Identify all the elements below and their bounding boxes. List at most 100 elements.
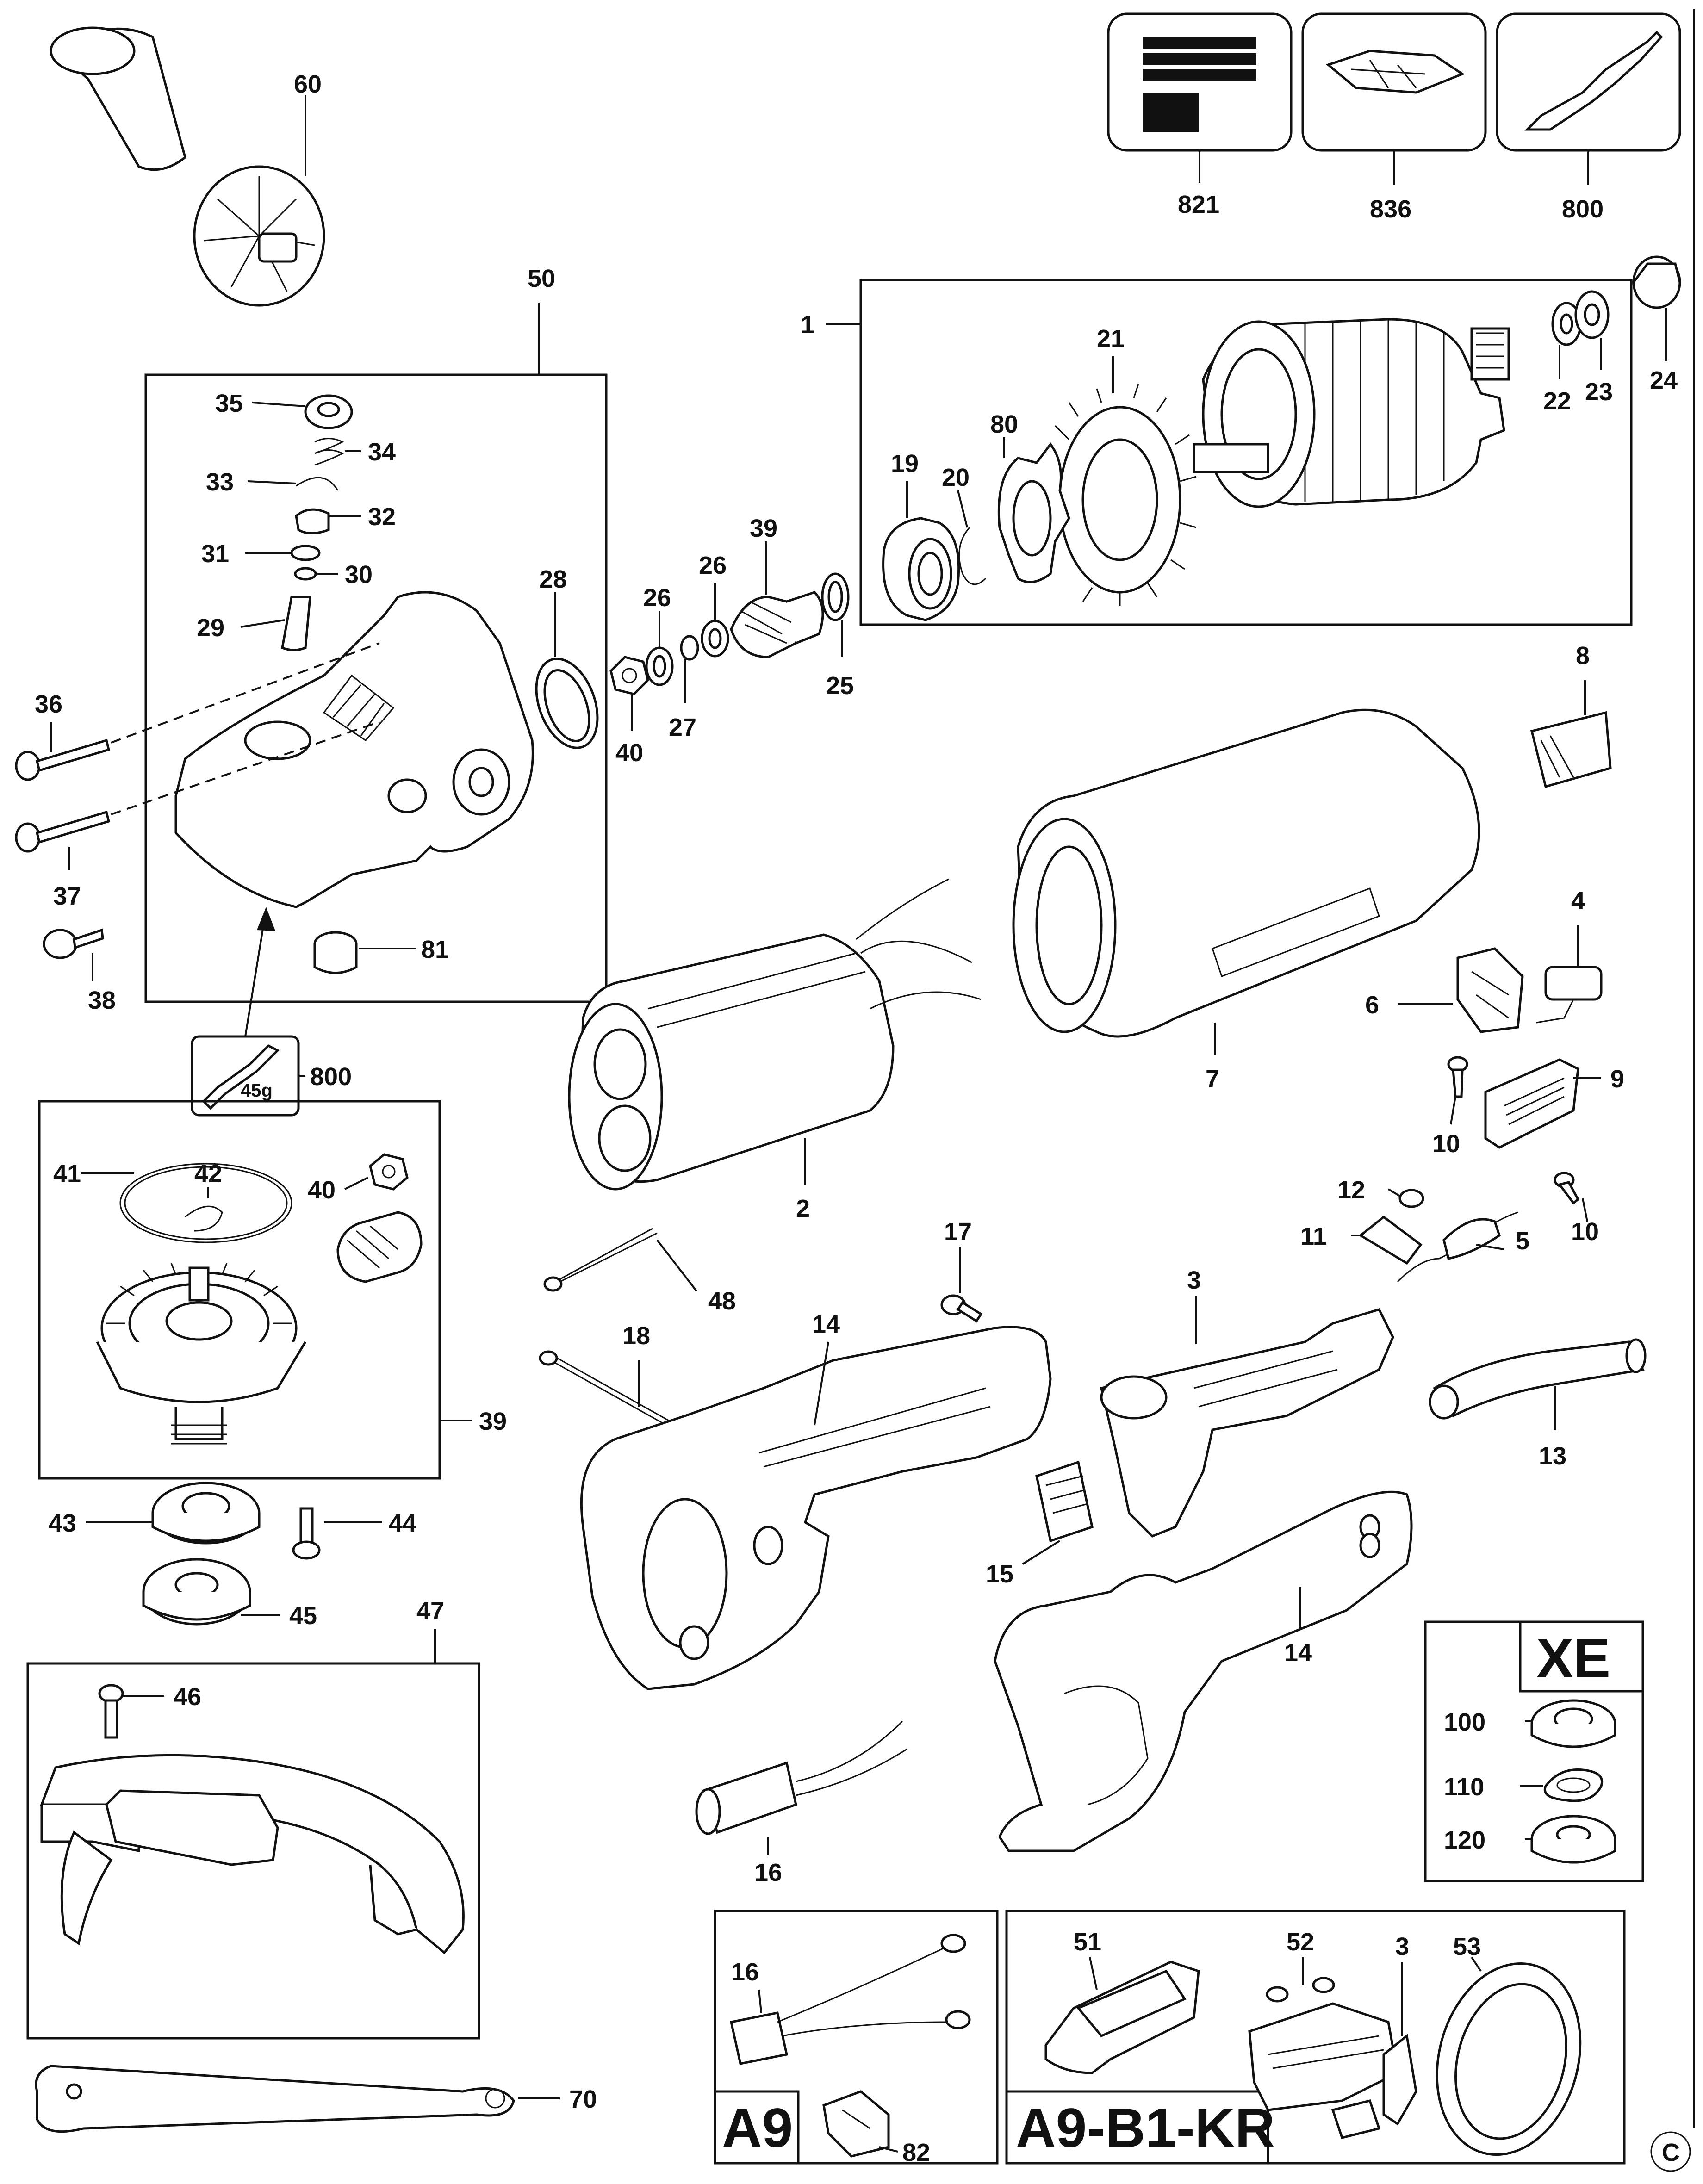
flange-43 <box>86 1482 261 1545</box>
label-20: 20 <box>942 464 970 491</box>
pinion-39 <box>730 541 824 658</box>
cover-51 <box>1044 1957 1200 2074</box>
o-ring-41 <box>81 1163 292 1243</box>
label-4: 4 <box>1571 887 1585 915</box>
label-1: 1 <box>801 311 814 339</box>
label-9: 9 <box>1610 1065 1624 1093</box>
plate-15 <box>1022 1460 1094 1565</box>
label-copyright: C <box>1662 2139 1680 2166</box>
cable-5 <box>1397 1211 1518 1283</box>
label-10a: 10 <box>1432 1130 1460 1158</box>
box-50 <box>144 373 608 1003</box>
washer-26b <box>701 583 729 658</box>
label-836: 836 <box>1370 195 1411 223</box>
label-50: 50 <box>528 265 555 292</box>
spring-34 <box>314 438 361 466</box>
label-28: 28 <box>539 565 567 593</box>
label-2: 2 <box>796 1195 810 1222</box>
screw-37 <box>15 721 380 870</box>
washer-22 <box>1551 302 1582 379</box>
label-26a: 26 <box>643 584 671 612</box>
label-15: 15 <box>986 1560 1013 1588</box>
label-29: 29 <box>197 614 224 642</box>
box-a9 <box>714 1910 999 2165</box>
bearing-35 <box>252 394 353 429</box>
ring-31 <box>245 545 321 561</box>
motor-housing-7 <box>1012 708 1480 1055</box>
box-836 <box>1301 12 1487 185</box>
guard <box>40 1754 465 1954</box>
copyright-mark <box>1650 2131 1691 2172</box>
label-25: 25 <box>826 672 854 700</box>
label-53: 53 <box>1453 1933 1481 1961</box>
a9-b1-kr-label-box <box>1005 2090 1269 2165</box>
label-40a: 40 <box>615 739 643 767</box>
screw-44 <box>292 1507 382 1560</box>
label-27: 27 <box>669 714 696 741</box>
screw-10a <box>1447 1056 1468 1125</box>
xe-label-box <box>1519 1620 1644 1693</box>
label-42: 42 <box>194 1160 222 1188</box>
gear-housing <box>174 591 534 908</box>
label-43: 43 <box>49 1509 76 1537</box>
label-41: 41 <box>53 1160 81 1188</box>
label-3b: 3 <box>1395 1933 1409 1961</box>
side-handle-60 <box>50 26 325 307</box>
screw-48 <box>543 1228 697 1292</box>
nut-45 <box>142 1558 280 1626</box>
armature <box>1193 318 1510 508</box>
label-6: 6 <box>1365 991 1379 1019</box>
label-33: 33 <box>206 468 234 496</box>
label-19: 19 <box>891 450 919 478</box>
spanner-70 <box>35 2065 560 2133</box>
label-10b: 10 <box>1571 1218 1599 1246</box>
label-48: 48 <box>708 1287 736 1315</box>
a9-label-box <box>714 2090 800 2165</box>
label-a9-b1-kr: A9-B1-KR <box>1016 2097 1275 2159</box>
box-39 <box>38 1100 441 1480</box>
screw-10b <box>1554 1172 1588 1222</box>
label-44: 44 <box>389 1509 416 1537</box>
label-a9: A9 <box>722 2097 793 2159</box>
nut-40b <box>344 1153 409 1191</box>
label-34: 34 <box>368 438 396 466</box>
switch-housing-3b <box>1382 1962 1417 2126</box>
handle-half-14b <box>994 1490 1413 1852</box>
label-45g: 45g <box>241 1080 273 1101</box>
seal-53 <box>1436 1956 1582 2156</box>
label-xe: XE <box>1536 1627 1610 1689</box>
box-821 <box>1107 12 1293 183</box>
label-5: 5 <box>1516 1227 1529 1255</box>
ring-20 <box>957 490 987 585</box>
screw-46 <box>98 1684 164 1739</box>
label-38: 38 <box>88 987 116 1014</box>
screw-38 <box>43 928 104 981</box>
label-32: 32 <box>368 503 396 531</box>
label-16b: 16 <box>731 1958 759 1986</box>
label-39b: 39 <box>479 1408 507 1435</box>
bearing-23 <box>1574 290 1610 370</box>
xe-nut-120 <box>1525 1815 1616 1864</box>
handle-half-14a <box>580 1326 1052 1690</box>
label-46: 46 <box>174 1683 201 1711</box>
label-51: 51 <box>1074 1928 1101 1956</box>
baffle-80 <box>997 437 1070 583</box>
pin-29 <box>240 596 311 651</box>
pinion-39b <box>336 1211 423 1283</box>
label-26b: 26 <box>699 552 727 579</box>
label-24: 24 <box>1650 366 1678 394</box>
label-100: 100 <box>1444 1708 1485 1736</box>
xe-flange-100 <box>1525 1699 1616 1748</box>
box-a9-b1-kr <box>1005 1910 1626 2165</box>
xe-washer-110 <box>1520 1768 1603 1802</box>
label-60: 60 <box>294 70 322 98</box>
washer-25 <box>821 572 850 657</box>
label-70: 70 <box>569 2085 597 2113</box>
label-31: 31 <box>201 540 229 568</box>
label-81: 81 <box>421 936 449 963</box>
capacitor-4 <box>1536 925 1603 1024</box>
label-14a: 14 <box>812 1310 840 1338</box>
clip-42 <box>185 1187 223 1232</box>
screw-36 <box>15 642 380 781</box>
